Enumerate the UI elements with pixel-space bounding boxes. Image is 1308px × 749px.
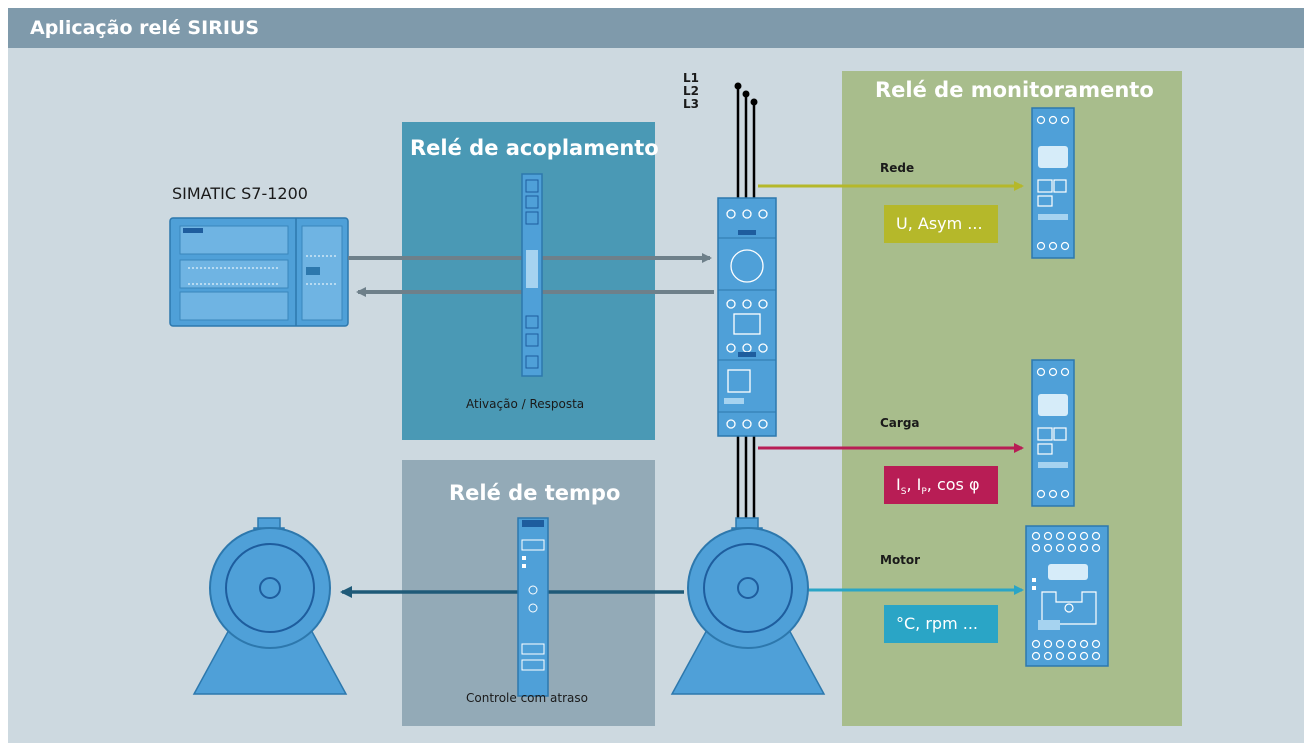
phase-l1-label: L1 [683, 71, 699, 85]
diagram-frame: Aplicação relé SIRIUS [8, 8, 1304, 743]
phase-l2-label: L2 [683, 84, 699, 98]
timer-relay-device [517, 517, 549, 697]
phase-l3-label: L3 [683, 97, 699, 111]
carga-sub-s: S [900, 487, 907, 498]
line-terminals [734, 82, 758, 106]
right-motor [670, 517, 826, 695]
carga-tag-rest: cos φ [936, 475, 980, 494]
left-motor [192, 517, 348, 695]
plc-label: SIMATIC S7-1200 [172, 184, 308, 203]
carga-tag-i1: I [896, 475, 901, 494]
motor-starter-device [717, 197, 777, 437]
rede-tag: U, Asym ... [884, 205, 998, 243]
carga-label: Carga [880, 416, 920, 430]
page-title: Aplicação relé SIRIUS [30, 17, 260, 39]
motor-label: Motor [880, 553, 921, 567]
timer-title: Relé de tempo [449, 481, 621, 505]
title-bar: Aplicação relé SIRIUS [8, 8, 1304, 48]
motor-tag: °C, rpm ... [884, 605, 998, 643]
network-monitoring-relay [1031, 107, 1075, 259]
diagram-canvas [169, 71, 1182, 726]
plc-device [169, 217, 349, 327]
coupling-title: Relé de acoplamento [410, 136, 659, 160]
motor-monitoring-relay [1025, 525, 1109, 667]
load-monitoring-relay [1031, 359, 1075, 507]
power-lines [736, 86, 756, 524]
timer-caption: Controle com atraso [466, 691, 588, 705]
carga-sub-p: P [921, 487, 927, 498]
monitoring-title: Relé de monitoramento [875, 78, 1154, 102]
carga-tag: IS, IP, cos φ [884, 466, 998, 504]
phase-labels: L1 L2 L3 [683, 72, 699, 111]
coupling-relay-device [521, 173, 543, 377]
rede-label: Rede [880, 161, 915, 175]
carga-tag-i2: I [916, 475, 922, 494]
coupling-caption: Ativação / Resposta [466, 397, 585, 411]
